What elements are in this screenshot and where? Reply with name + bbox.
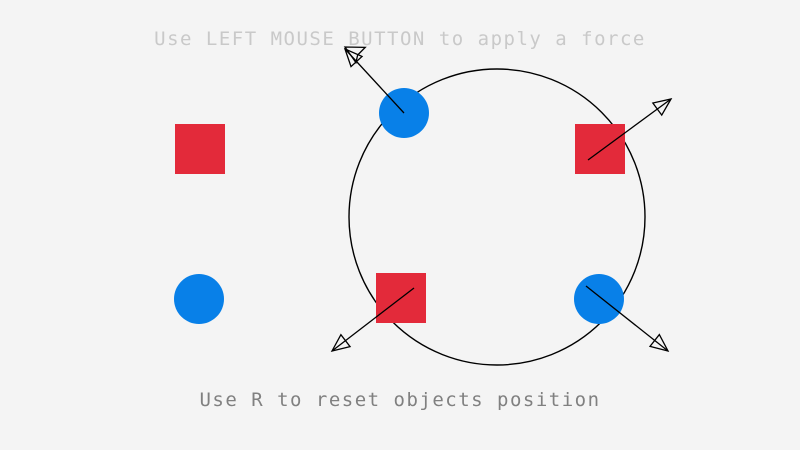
mouse-cursor: [343, 46, 367, 65]
force-arrows-layer: [330, 47, 673, 353]
red-square-right-force-arrow: [587, 98, 673, 161]
force-arrow-shaft: [344, 48, 405, 114]
bodies-layer[interactable]: [174, 88, 625, 324]
blue-circle-bottom-right-force-arrow: [585, 285, 670, 353]
blue-circle-bottom-right[interactable]: [574, 274, 624, 324]
force-arrow-head-icon: [651, 98, 673, 117]
force-arrow-head-icon: [648, 333, 670, 353]
red-square-left[interactable]: [175, 124, 225, 174]
blue-circle-left[interactable]: [174, 274, 224, 324]
hint-text-top: Use LEFT MOUSE BUTTON to apply a force: [154, 28, 646, 50]
red-square-bottom-force-arrow: [330, 287, 415, 352]
mouse-pointer-icon: [343, 46, 367, 65]
boundary-circle: [348, 68, 646, 366]
red-square-right[interactable]: [575, 124, 625, 174]
hint-text-bottom: Use R to reset objects position: [199, 389, 601, 411]
force-arrow-head-icon: [330, 333, 352, 352]
